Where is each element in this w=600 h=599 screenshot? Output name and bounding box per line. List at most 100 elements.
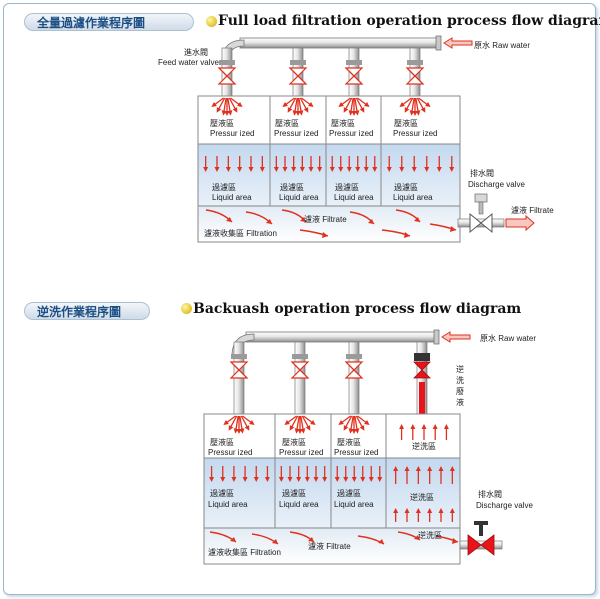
down-arrow-head <box>346 167 352 172</box>
spray-arrow <box>240 415 249 429</box>
spray-arrow-head <box>310 420 316 425</box>
filtrate-out-arrow <box>505 214 535 232</box>
arrow-heads <box>226 217 456 238</box>
down-arrow-head <box>351 477 357 482</box>
backwash-valve-icon <box>413 341 431 415</box>
spray-arrow <box>340 415 351 424</box>
up-arrow-head <box>438 466 444 471</box>
spray-arrow <box>228 97 237 111</box>
up-arrow-head <box>449 466 455 471</box>
pressurized-zone-label-cn: 壓液區 <box>331 118 355 128</box>
spray-arrow <box>296 415 300 431</box>
down-arrow-head <box>317 167 323 172</box>
spray-arrow <box>350 415 354 431</box>
spray-arrow <box>301 415 310 429</box>
spray-arrow-head <box>289 425 295 431</box>
filtrate-label: 濾液 Filtrate <box>304 214 347 224</box>
spray-arrow-head <box>282 102 288 107</box>
down-arrow-head <box>313 477 319 482</box>
pressurized-zone-label-cn: 壓液區 <box>275 118 299 128</box>
feed-valve-icon <box>344 47 364 97</box>
spray-arrow-head <box>237 102 243 107</box>
down-arrow-head <box>334 477 340 482</box>
down-arrow-head <box>386 167 392 172</box>
spray-arrow-head <box>338 102 344 107</box>
down-arrow-head <box>291 167 297 172</box>
spray-arrow-head <box>351 111 357 116</box>
up-arrow-head <box>410 424 416 429</box>
spray-arrow <box>344 97 353 111</box>
down-arrow-head <box>436 167 442 172</box>
down-arrow-head <box>273 167 279 172</box>
section2-tag: 逆洗作業程序圖 <box>24 302 150 320</box>
header-pipe <box>239 37 441 49</box>
spray-arrow-head <box>223 420 229 425</box>
spray-arrow-head <box>211 102 217 107</box>
down-arrow-head <box>449 167 455 172</box>
spray-arrows <box>223 415 370 434</box>
filtration-zone-label-cn: 過濾區 <box>282 488 306 498</box>
down-arrow-head <box>237 167 243 172</box>
spray-arrow <box>350 97 354 113</box>
down-arrow-head <box>264 477 270 482</box>
backwash-zone-label: 逆洗區 <box>418 530 442 540</box>
spray-arrow <box>416 97 425 111</box>
filtration-zone-label-en: Liquid area <box>334 500 374 509</box>
down-arrow-head <box>343 477 349 482</box>
spray-arrow <box>227 97 231 113</box>
spray-arrow-head <box>216 107 222 113</box>
spray-arrow <box>354 415 358 431</box>
spray-arrow-head <box>351 429 357 434</box>
down-arrow-head <box>287 477 293 482</box>
backwash-flow-arrows <box>393 424 455 522</box>
filtrate-out-label: 濾液 Filtrate <box>511 205 554 215</box>
section1-title: Full load filtration operation process f… <box>218 13 600 29</box>
backwash-waste-char: 廢 <box>456 386 464 396</box>
down-arrow-head <box>242 477 248 482</box>
spray-arrow <box>298 97 302 113</box>
spray-arrow-head <box>359 107 365 113</box>
spray-arrow <box>357 415 368 424</box>
down-arrow-head <box>329 167 335 172</box>
down-arrow-head <box>338 167 344 172</box>
section2-title: Backuash operation process flow diagram <box>193 301 522 317</box>
pressurized-zone-label-en: Pressur ized <box>279 448 323 457</box>
spray-arrow <box>411 97 415 113</box>
up-arrow-head <box>393 508 399 513</box>
section1-tag: 全量過濾作業程序圖 <box>24 13 194 31</box>
spray-arrow <box>284 97 295 106</box>
pressurized-zone-label-en: Pressur ized <box>393 129 437 138</box>
down-arrow-head <box>308 167 314 172</box>
spray-arrow <box>294 97 298 113</box>
spray-arrow <box>230 97 241 106</box>
up-arrow-head <box>438 508 444 513</box>
down-arrow-head <box>304 477 310 482</box>
arrow-heads <box>230 535 458 544</box>
raw-water-arrow <box>443 37 473 49</box>
pressurized-zone-label-cn: 壓液區 <box>337 437 361 447</box>
up-arrow-head <box>404 508 410 513</box>
up-arrow-head <box>393 466 399 471</box>
spray-arrow <box>299 97 308 111</box>
backwash-waste-char: 液 <box>456 397 464 407</box>
spray-arrow <box>344 415 353 429</box>
collection-zone-label: 濾液收集區 Filtration <box>208 547 281 557</box>
down-arrow-head <box>355 167 361 172</box>
down-arrow-head <box>259 167 265 172</box>
spray-arrows <box>211 97 431 116</box>
down-arrow-head <box>296 477 302 482</box>
down-arrow-head <box>278 477 284 482</box>
discharge-valve-label-cn: 排水閥 <box>478 489 502 499</box>
spray-arrow-head <box>425 102 431 107</box>
spray-arrow-head <box>343 107 349 113</box>
spray-arrow-head <box>364 420 370 425</box>
pressurized-zone-label-cn: 壓液區 <box>394 118 418 128</box>
down-arrow-head <box>377 477 383 482</box>
spray-arrow-head <box>364 102 370 107</box>
section2-diagram: 原水 Raw water <box>203 329 536 565</box>
down-arrow-head <box>282 167 288 172</box>
spray-arrow <box>288 97 297 111</box>
pipe-flange <box>435 35 442 51</box>
spray-arrow-head <box>359 425 365 431</box>
